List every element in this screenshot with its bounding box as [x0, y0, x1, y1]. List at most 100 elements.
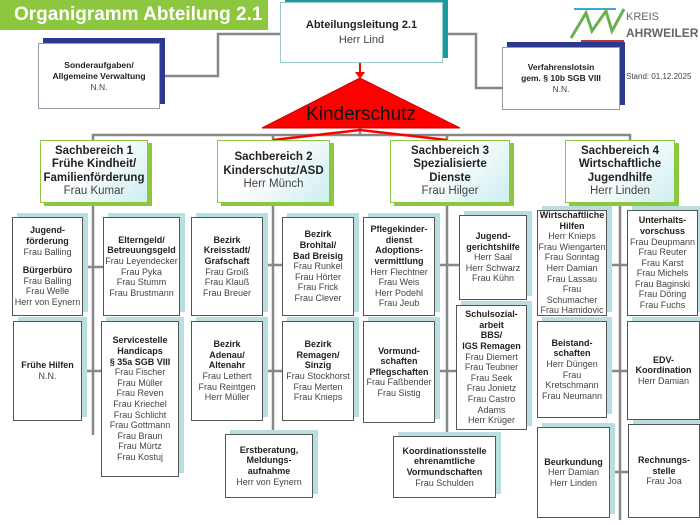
person-name: Frau Jeub: [378, 298, 420, 309]
person-name: Herr Lind: [338, 33, 385, 46]
unit-title-line: Bezirk: [304, 229, 332, 240]
person-name: N.N.: [90, 81, 108, 92]
unit-title-line: Sinzig: [304, 360, 332, 371]
unit-title-line: Bezirk: [213, 339, 241, 350]
page-title: Organigramm Abteilung 2.1: [0, 0, 268, 30]
person-name: Herr Münch: [243, 178, 304, 191]
kreis-ahrweiler-logo: KREIS AHRWEILER: [566, 4, 698, 46]
person-name: Frau Schlicht: [113, 409, 167, 420]
person-name: Frau Lethert: [202, 371, 252, 381]
unit-title-line: Beistand-: [551, 337, 593, 348]
kinderschutz-label: Kinderschutz: [306, 104, 416, 125]
unit-title-line: schaften: [553, 348, 591, 359]
unit-title-line: vorschuss: [639, 225, 686, 236]
person-name: Frau Frick: [297, 282, 339, 293]
unit-title-line: Koordination: [635, 365, 692, 376]
person-name: Frau Hilger: [421, 185, 479, 197]
person-name: Frau Schulden: [415, 477, 474, 488]
unit-title-line: Adenau/: [209, 349, 245, 360]
unit-title-line: Allgemeine Verwaltung: [52, 70, 146, 81]
person-name: Frau Stumm: [116, 277, 167, 288]
person-name: Frau Teubner: [464, 362, 519, 373]
logo-line1: KREIS: [626, 11, 660, 23]
unit-title-line: Pflegekinder-: [370, 224, 428, 235]
unit-title-line: § 35a SGB VIII: [109, 356, 171, 367]
unit-title-line: Brohltal/: [299, 240, 337, 251]
unit-title-line: Servicestelle: [112, 335, 168, 346]
person-name: Herr von Eynern: [236, 476, 302, 487]
person-name: Frau Stockhorst: [286, 371, 350, 381]
unit-title-line: Jugendhilfe: [587, 171, 653, 184]
unit-title-line: aufnahme: [247, 466, 291, 476]
person-name: Frau Braun: [117, 430, 163, 441]
person-name: Herr Schwarz: [465, 262, 521, 273]
person-name: Herr Knieps: [548, 231, 596, 242]
person-name: N.N.: [552, 84, 570, 94]
person-name: Frau Seek: [470, 372, 513, 383]
person-name: Frau Karst: [641, 257, 684, 268]
unit-title-line: EDV-: [652, 354, 674, 365]
person-name: Frau Reven: [116, 388, 164, 399]
unit-title-line: Sonderaufgaben/: [64, 59, 134, 70]
unit-title-line: Sachbereich 2: [234, 151, 313, 164]
person-name: Frau Klauß: [204, 277, 250, 288]
person-name: Frau Hörter: [294, 271, 341, 282]
unit-title-line: Remagen/: [296, 349, 340, 360]
person-name: Frau Lassau: [546, 273, 598, 284]
kinderschutz-triangle: [261, 77, 461, 129]
person-name: Frau Kriechel: [113, 399, 167, 409]
person-name: Herr Saal: [473, 252, 512, 263]
unit-title-line: schaften: [380, 356, 418, 367]
person-name: Frau Kumar: [63, 185, 125, 197]
person-name: Frau Balling: [23, 275, 72, 286]
person-name: Frau Castro: [467, 393, 516, 404]
unit-title-line: Erstberatung,: [239, 444, 299, 455]
person-name: Frau Fuchs: [639, 300, 686, 311]
unit-title-line: Betreuungsgeld: [107, 245, 176, 256]
unit-title-line: förderung: [26, 236, 69, 247]
person-name: Frau Neumann: [541, 390, 603, 401]
unit-title-line: Kinderschutz/ASD: [223, 164, 324, 177]
unit-title-line: vermittlung: [374, 255, 424, 266]
unit-title-line: Sachbereich 4: [581, 144, 659, 157]
person-name: Herr Linden: [549, 477, 598, 488]
unit-title-line: Schulsozial-: [465, 309, 518, 320]
person-name: Frau Döring: [638, 289, 687, 300]
unit-title-line: Familienförderung: [43, 171, 145, 184]
unit-title-line: Wirtschaftliche: [578, 158, 662, 170]
unit-title-line: Unterhalts-: [638, 215, 687, 226]
person-name: Frau Reintgen: [198, 381, 256, 392]
unit-title-line: arbeit: [479, 319, 504, 330]
person-name: Frau Faßbender: [366, 377, 432, 388]
person-name: Frau Weis: [378, 277, 420, 288]
person-name: Kretschmann: [545, 380, 599, 391]
unit-title-line: dienst: [385, 234, 413, 245]
unit-title-line: Spezialisierte Dienste: [413, 158, 487, 184]
person-name: Herr Flechtner: [370, 266, 428, 277]
unit-title-line: Hilfen: [559, 220, 585, 231]
person-name: Herr Müller: [204, 392, 250, 403]
person-name: Frau Balling: [23, 246, 72, 257]
person-name: Frau Brustmann: [109, 287, 174, 298]
person-name: Frau Diemert: [465, 351, 518, 362]
person-name: Frau Müller: [117, 377, 163, 388]
unit-title-line: Wirtschaftliche: [539, 210, 605, 221]
person-name: Frau Joa: [646, 476, 682, 487]
person-name: Herr Linden: [589, 185, 651, 197]
person-name: Herr Damian: [546, 263, 598, 273]
logo-mark-icon: [569, 7, 626, 42]
